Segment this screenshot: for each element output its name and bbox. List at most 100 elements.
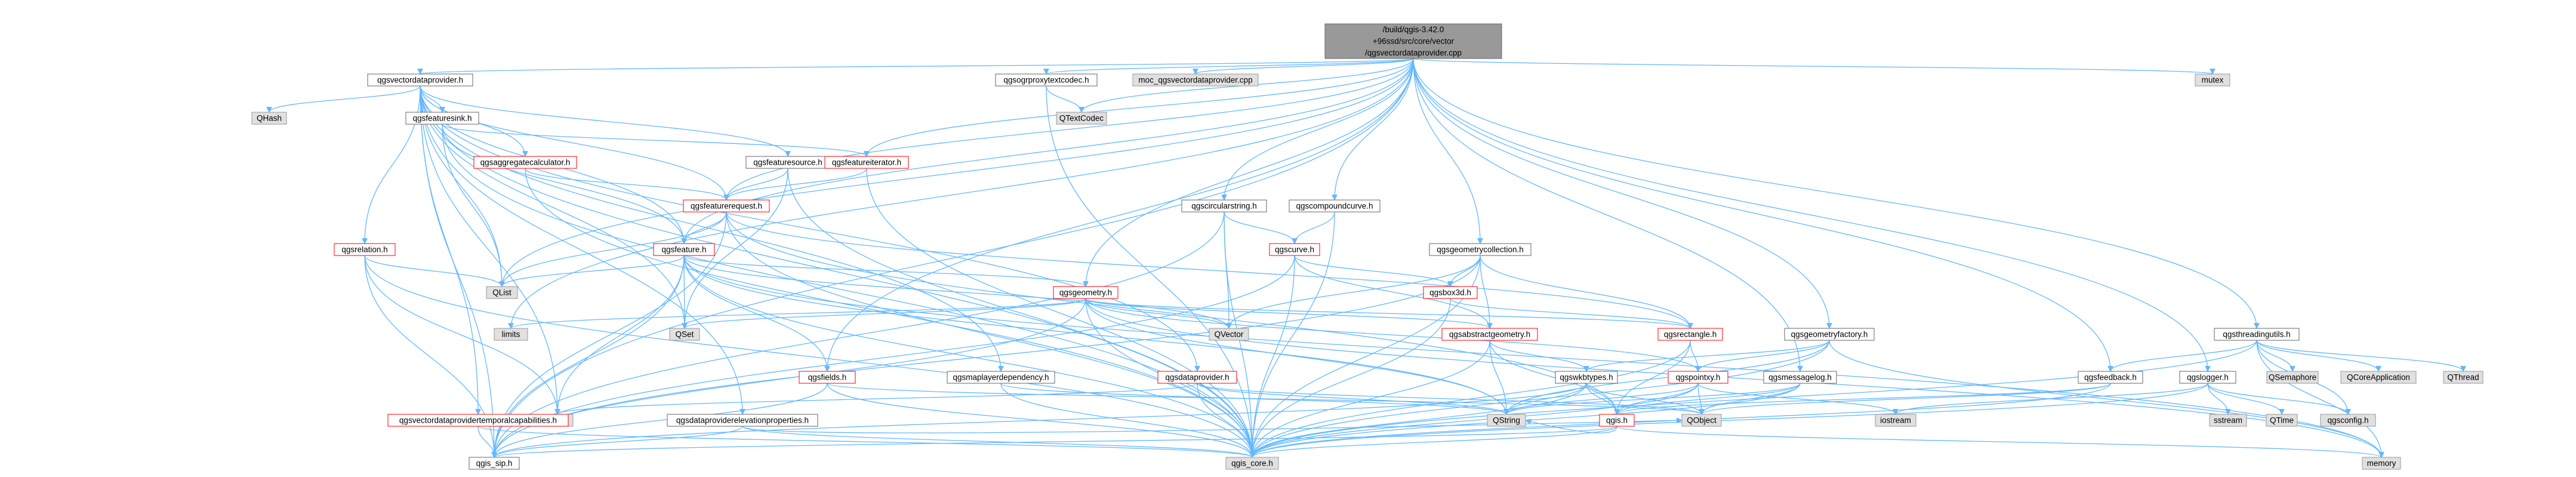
edge-qgsvectordataprovider_h-to-qgis_core_h (420, 85, 1252, 457)
node-label: QString (1493, 416, 1520, 425)
edge-qgsfields_h-to-qgis_core_h (827, 383, 1252, 458)
edge-qgsfeaturesink_h-to-qgis_core_h (442, 124, 1252, 457)
node-qgsfeature_h[interactable]: qgsfeature.h (653, 243, 715, 256)
node-box (1132, 73, 1259, 87)
edge-qgsgeometrycollection_h-to-qgsrectangle_h (1480, 255, 1690, 328)
node-qgsmaplayerdependency_h[interactable]: qgsmaplayerdependency.h (947, 371, 1055, 384)
node-qgsfeaturerequest_h[interactable]: qgsfeaturerequest.h (683, 199, 770, 213)
node-root[interactable]: /build/qgis-3.42.0+96ssd/src/core/vector… (1324, 23, 1502, 59)
node-QList[interactable]: QList (486, 286, 518, 299)
node-qgsfeaturesink_h[interactable]: qgsfeaturesink.h (405, 112, 479, 125)
node-qgsrelation_h[interactable]: qgsrelation.h (334, 243, 396, 256)
edge-qgsdataprovider_h-to-QString (1197, 383, 1506, 415)
edge-qgsfeatureiterator_h-to-qgsfeaturerequest_h (726, 168, 867, 201)
node-qgsfeedback_h[interactable]: qgsfeedback.h (2078, 371, 2143, 384)
edge-qgsmaplayerdependency_h-to-QString (1000, 383, 1506, 415)
node-QThread[interactable]: QThread (2443, 371, 2483, 384)
node-qgis_sip_h[interactable]: qgis_sip.h (469, 457, 520, 470)
node-qgslogger_h[interactable]: qgslogger.h (2179, 371, 2236, 384)
node-qgscircularstring_h[interactable]: qgscircularstring.h (1181, 199, 1267, 213)
node-qgswkbtypes_h[interactable]: qgswkbtypes.h (1555, 371, 1618, 384)
node-qgsrectangle_h[interactable]: qgsrectangle.h (1657, 328, 1723, 341)
edge-qgsvectordataprovider_h-to-qgsfeaturerequest_h (420, 85, 726, 200)
edge-qgsmessagelog_h-to-qgis_h (1617, 383, 1801, 415)
node-box (1599, 414, 1635, 427)
node-memory[interactable]: memory (2362, 457, 2401, 470)
node-qgsvectordataprovidertemporalcapabilities_h[interactable]: qgsvectordataprovidertemporalcapabilitie… (387, 414, 569, 427)
node-label: qgsmaplayerdependency.h (953, 373, 1049, 382)
node-box (1209, 328, 1249, 341)
node-QString[interactable]: QString (1487, 414, 1526, 427)
node-qgsaggregatecalculator_h[interactable]: qgsaggregatecalculator.h (473, 156, 577, 169)
node-label: qgsrectangle.h (1664, 330, 1717, 339)
edge-root-to-qgsfields_h (827, 58, 1414, 371)
edge-qgsgeometry_h-to-qgspointxy_h (1085, 298, 1698, 372)
edge-qgsvectordataprovidertemporalcapabilities_h-to-qgis_sip_h (477, 426, 494, 457)
node-qgsgeometryfactory_h[interactable]: qgsgeometryfactory.h (1784, 328, 1875, 341)
node-label: qgsgeometrycollection.h (1437, 245, 1524, 254)
node-box (1784, 328, 1875, 341)
node-label: QTime (2270, 416, 2294, 425)
node-QTextCodec[interactable]: QTextCodec (1056, 112, 1107, 125)
node-box (1056, 112, 1107, 125)
node-QCoreApplication[interactable]: QCoreApplication (2340, 371, 2417, 384)
node-QVector[interactable]: QVector (1209, 328, 1249, 341)
node-iostream[interactable]: iostream (1875, 414, 1916, 427)
node-label: qgsgeometry.h (1059, 288, 1112, 297)
node-qgspointxy_h[interactable]: qgspointxy.h (1668, 371, 1728, 384)
edge-qgsfeedback_h-to-qgis_h (1617, 383, 2111, 415)
node-mutex[interactable]: mutex (2195, 73, 2230, 87)
edge-qgsvectordataprovider_h-to-qgsrelation_h (365, 85, 421, 244)
node-label: QSemaphore (2269, 373, 2316, 382)
node-qgsgeometry_h[interactable]: qgsgeometry.h (1053, 286, 1118, 299)
edge-root-to-qgsfeedback_h (1413, 58, 2110, 371)
edge-qgsfeaturesink_h-to-qgsfeatureiterator_h (442, 124, 867, 157)
node-QObject[interactable]: QObject (1681, 414, 1722, 427)
node-qgsogrproxytextcodec_h[interactable]: qgsogrproxytextcodec.h (995, 73, 1098, 87)
edge-qgsbox3d_h-to-qgis_core_h (1252, 298, 1451, 457)
node-qgis_h[interactable]: qgis.h (1599, 414, 1635, 427)
edge-qgsgeometryfactory_h-to-qgis_core_h (1252, 340, 1830, 457)
node-qgsfeaturesource_h[interactable]: qgsfeaturesource.h (745, 156, 830, 169)
node-qgis_core_h[interactable]: qgis_core.h (1225, 457, 1279, 470)
node-box (1181, 199, 1267, 213)
node-qgsdataprovider_h[interactable]: qgsdataprovider.h (1157, 371, 1237, 384)
node-label: qgsvectordataprovider.h (377, 76, 463, 85)
node-box (2078, 371, 2143, 384)
node-label: qgslogger.h (2187, 373, 2229, 382)
node-sstream[interactable]: sstream (2209, 414, 2247, 427)
node-limits[interactable]: limits (494, 328, 528, 341)
edge-qgsvectordataprovider_h-to-qgis_sip_h (420, 85, 494, 457)
node-label: QVector (1215, 330, 1244, 339)
node-QSet[interactable]: QSet (669, 328, 700, 341)
node-qgsthreadingutils_h[interactable]: qgsthreadingutils.h (2214, 328, 2300, 341)
edge-qgsgeometryfactory_h-to-qgspointxy_h (1698, 340, 1830, 372)
node-label: qgswkbtypes.h (1560, 373, 1613, 382)
node-qgscompoundcurve_h[interactable]: qgscompoundcurve.h (1289, 199, 1381, 213)
node-moc[interactable]: moc_qgsvectordataprovider.cpp (1132, 73, 1259, 87)
node-QTime[interactable]: QTime (2266, 414, 2298, 427)
node-qgsgeometrycollection_h[interactable]: qgsgeometrycollection.h (1429, 243, 1532, 256)
node-label: moc_qgsvectordataprovider.cpp (1138, 76, 1252, 85)
node-qgsvectordataprovider_h[interactable]: qgsvectordataprovider.h (367, 73, 473, 87)
node-QHash[interactable]: QHash (251, 112, 287, 125)
node-label: qgsvectordataprovidertemporalcapabilitie… (399, 416, 557, 425)
node-label: QObject (1687, 416, 1717, 425)
node-box (1555, 371, 1618, 384)
edge-qgsthreadingutils_h-to-QSemaphore (2256, 340, 2292, 372)
node-qgsmessagelog_h[interactable]: qgsmessagelog.h (1763, 371, 1837, 384)
node-box (2179, 371, 2236, 384)
node-qgsdataproviderelevationproperties_h[interactable]: qgsdataproviderelevationproperties.h (667, 414, 818, 427)
node-qgsabstractgeometry_h[interactable]: qgsabstractgeometry.h (1441, 328, 1538, 341)
node-label: qgsconfig.h (2327, 416, 2368, 425)
node-qgsbox3d_h[interactable]: qgsbox3d.h (1423, 286, 1478, 299)
node-QSemaphore[interactable]: QSemaphore (2266, 371, 2319, 384)
node-qgscurve_h[interactable]: qgscurve.h (1269, 243, 1320, 256)
node-qgsfeatureiterator_h[interactable]: qgsfeatureiterator.h (824, 156, 909, 169)
node-label: qgsogrproxytextcodec.h (1003, 76, 1089, 85)
node-qgsfields_h[interactable]: qgsfields.h (799, 371, 856, 384)
node-label: qgsfeedback.h (2084, 373, 2137, 382)
edge-qgslogger_h-to-sstream (2207, 383, 2228, 415)
node-qgsconfig_h[interactable]: qgsconfig.h (2320, 414, 2376, 427)
